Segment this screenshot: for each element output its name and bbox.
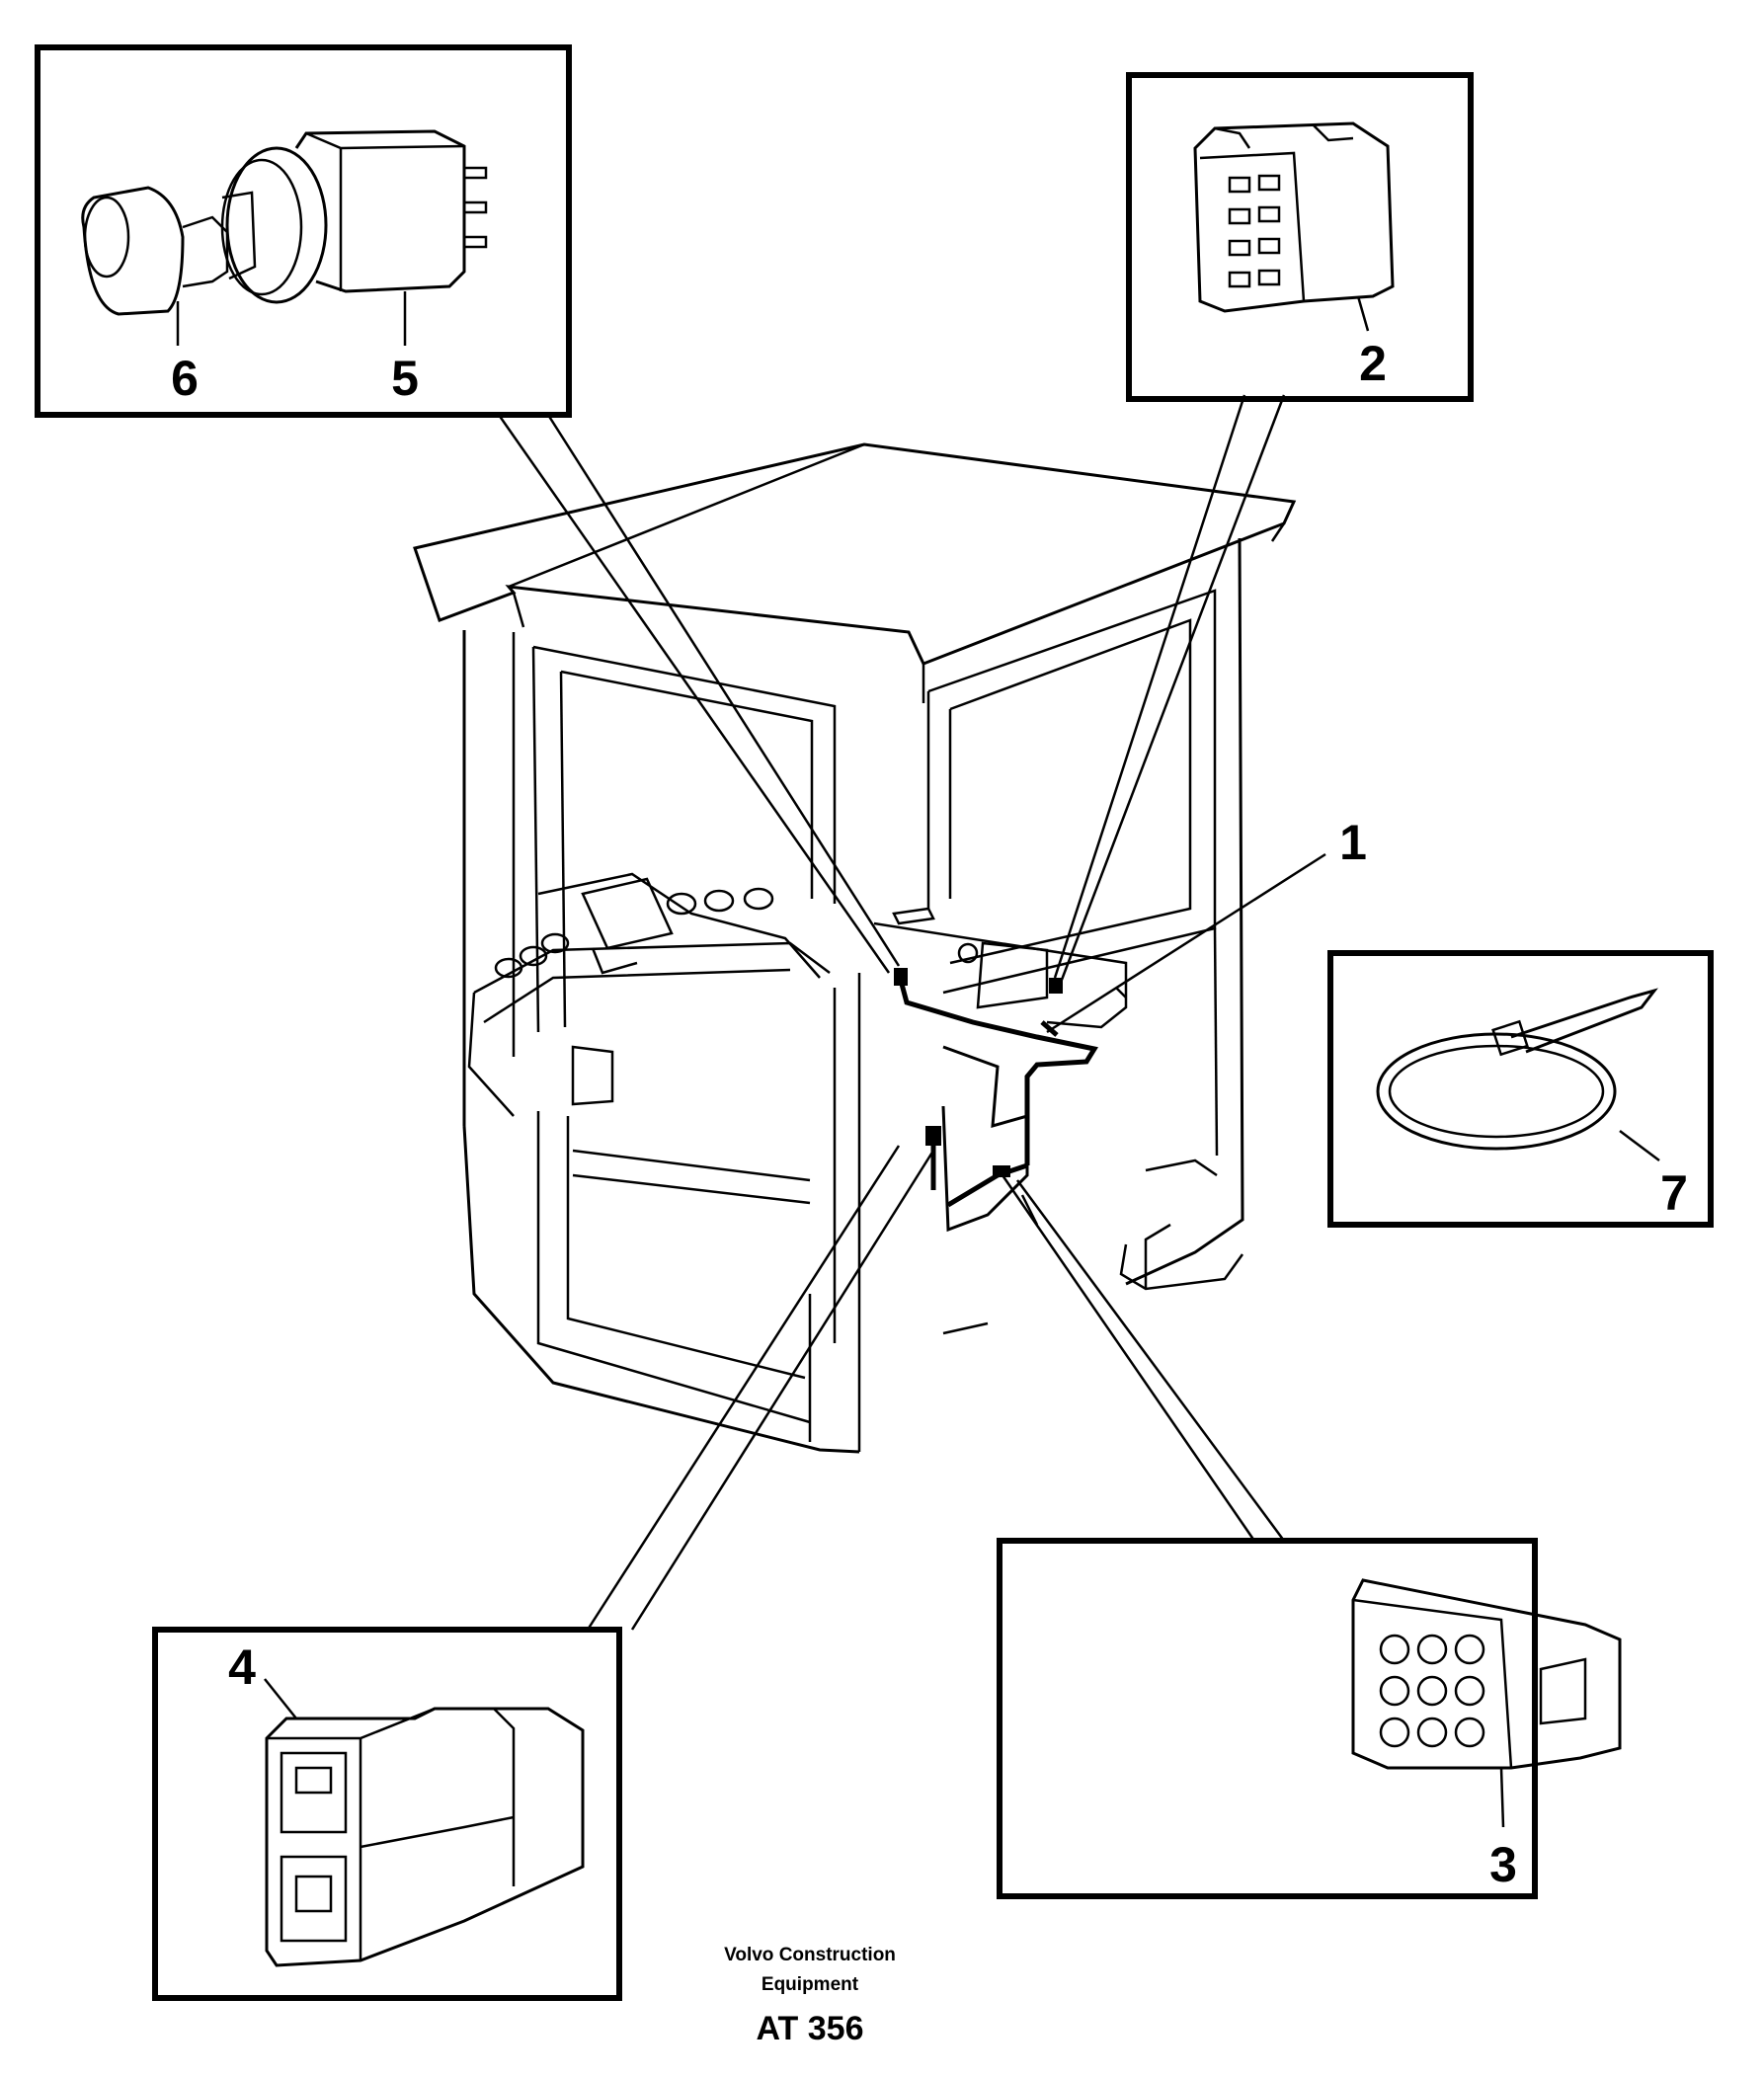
callout-6: 6 [171, 351, 199, 406]
cab-illustration [413, 442, 1297, 1454]
callout-7: 7 [1660, 1165, 1688, 1221]
callout-5: 5 [391, 351, 419, 406]
detail-box-connector-2: 2 [1126, 72, 1474, 402]
footer-caption: Volvo Construction Equipment AT 356 [682, 1941, 938, 2048]
leader-lines [497, 394, 1326, 1631]
detail-box-switch: 6 5 [35, 44, 572, 418]
detail-box-cable-tie: 7 [1327, 950, 1714, 1228]
callout-1: 1 [1339, 815, 1367, 870]
callout-4: 4 [228, 1639, 256, 1695]
callout-2: 2 [1359, 336, 1387, 391]
brand-line-1: Volvo Construction [724, 1945, 896, 1965]
brand-line-2: Equipment [761, 1974, 859, 1995]
detail-box-connector-3: 3 [997, 1538, 1622, 1899]
callout-3: 3 [1489, 1837, 1517, 1892]
detail-box-connector-4: 4 [152, 1627, 622, 2001]
drawing-code: AT 356 [756, 2010, 864, 2047]
